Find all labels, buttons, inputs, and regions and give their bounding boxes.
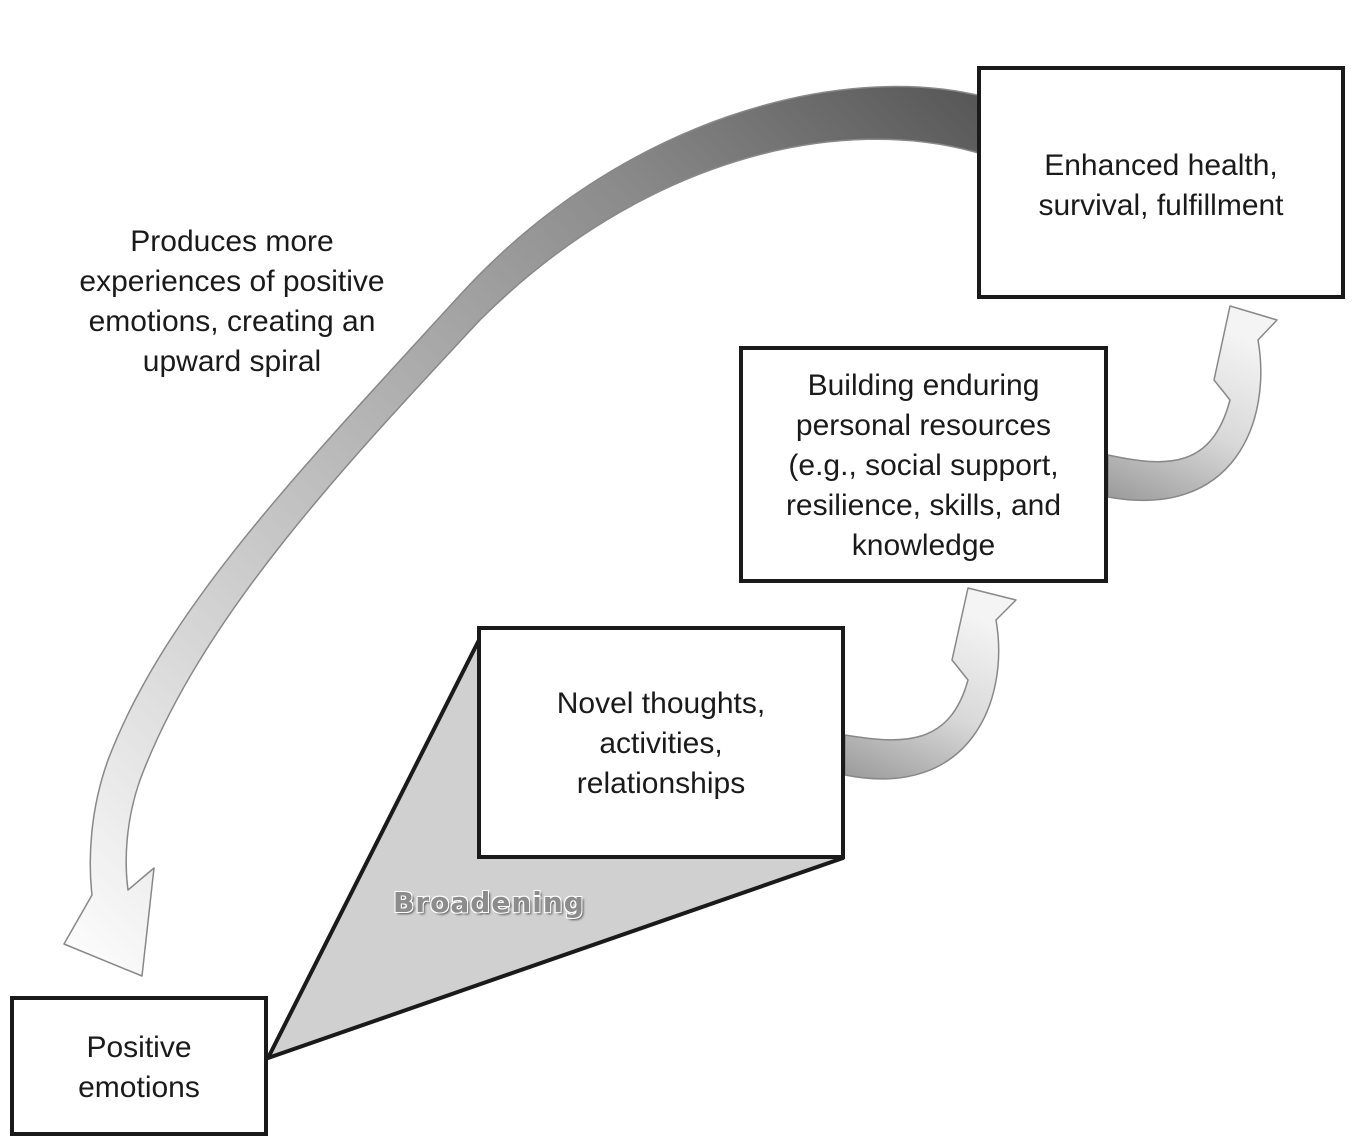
positive-emotions-text: Positive emotions xyxy=(78,1031,200,1104)
novel-thoughts-text: Novel thoughts, activities, relationship… xyxy=(556,687,766,800)
building-resources-text: Building enduring personal resources (e.… xyxy=(785,369,1062,562)
arrow-novel-to-building-icon xyxy=(844,587,1017,780)
positive-emotions-box: Positive emotions xyxy=(10,996,268,1136)
novel-thoughts-box: Novel thoughts, activities, relationship… xyxy=(477,626,845,859)
spiral-caption: Produces more experiences of positive em… xyxy=(79,225,385,378)
spiral-feedback-arrow-icon xyxy=(63,85,986,977)
arrow-building-to-enhanced-icon xyxy=(1107,305,1278,502)
broadening-label: Broadening xyxy=(393,886,585,919)
enhanced-health-text: Enhanced health, survival, fulfillment xyxy=(1038,149,1284,222)
enhanced-health-box: Enhanced health, survival, fulfillment xyxy=(977,66,1345,299)
building-resources-box: Building enduring personal resources (e.… xyxy=(739,346,1108,583)
